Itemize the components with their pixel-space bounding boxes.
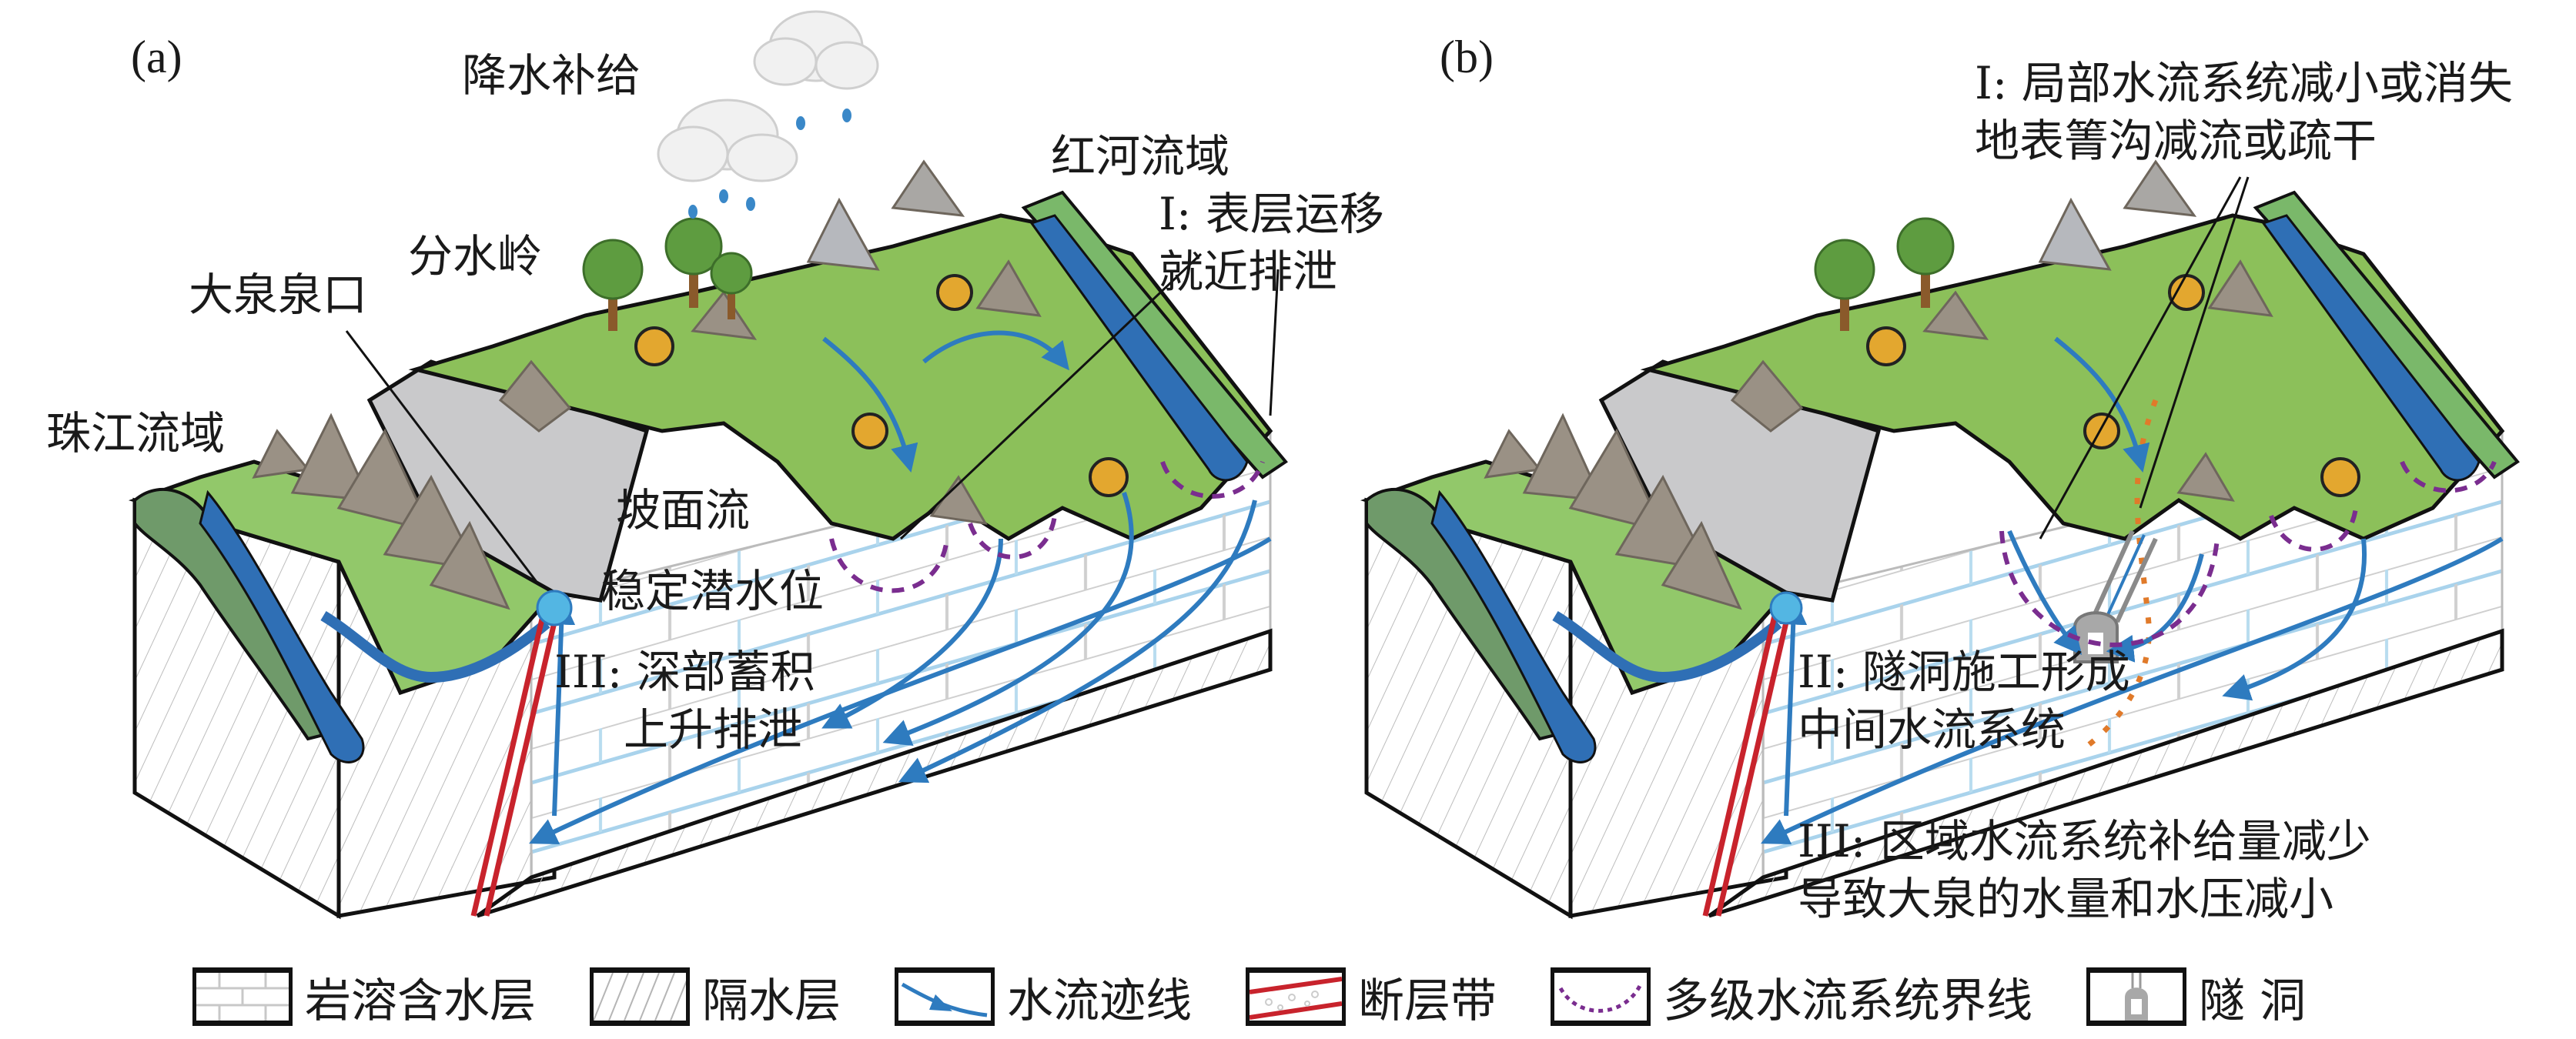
panel-a-trees: [582, 217, 753, 331]
panel-b-fault-zone: [1702, 615, 1791, 917]
panel-a-flow-lines: [528, 330, 1272, 844]
panel-a-sinkholes: [634, 274, 1129, 497]
panel-a-red-river: [1029, 214, 1249, 482]
label-pearl-basin: 珠江流域: [46, 407, 226, 459]
label-b-system-III-2: 导致大泉的水量和水压减小: [1798, 873, 2334, 925]
label-b-system-III-1: III: 区域水流系统补给量减少: [1798, 815, 2371, 867]
tunnel-icon: [2086, 967, 2186, 1026]
flow-system-boundary-icon: [1551, 967, 1651, 1026]
karst-aquifer-icon: [192, 967, 293, 1026]
panel-a-tributary: [320, 610, 550, 683]
panel-a-fault-zone: [470, 615, 559, 917]
panel-b-aquitard-bottom: [1708, 628, 2504, 918]
panel-b-leader-lines: [2039, 176, 2250, 540]
legend-item-flow-path: 水流迹线: [895, 964, 1192, 1031]
panel-a-pearl-river: [199, 489, 365, 763]
panel-b-tunnel: [2073, 530, 2158, 663]
panel-a-valley: [128, 459, 557, 696]
label-recharge: 降水补给: [462, 49, 641, 102]
legend-item-karst-aquifer: 岩溶含水层: [192, 964, 536, 1031]
legend-label: 岩溶含水层: [305, 974, 536, 1028]
aquitard-icon: [590, 967, 690, 1026]
panel-b-trees: [1814, 217, 1955, 331]
panel-b-flow-boundaries: [1999, 460, 2497, 647]
panel-a-leader-lines: [345, 252, 1280, 586]
legend-item-fault-zone: 断层带: [1246, 964, 1497, 1031]
panel-b-rock-cluster: [1484, 159, 2273, 610]
label-b-system-I-2: 地表箐沟减流或疏干: [1975, 115, 2377, 167]
panel-b-red-river: [2261, 214, 2481, 482]
label-a-system-III-1: III: 深部蓄积: [554, 646, 815, 698]
panel-a-rock-cluster: [252, 159, 1042, 610]
panel-b-spring: [1769, 591, 1803, 625]
panel-b-tag: (b): [1440, 32, 1494, 82]
legend-item-tunnel: 隧 洞: [2086, 964, 2306, 1031]
label-slope-flow: 坡面流: [616, 484, 751, 536]
legend-item-flow-system-boundary: 多级水流系统界线: [1551, 964, 2032, 1031]
cloud-icon: [657, 10, 879, 182]
panel-a-tag: (a): [131, 32, 182, 82]
rain-drops-icon: [688, 109, 851, 219]
label-stable-water-table: 稳定潜水位: [601, 565, 825, 617]
legend-label: 多级水流系统界线: [1663, 974, 2032, 1028]
label-spring-outlet: 大泉泉口: [189, 269, 368, 321]
legend-label: 隔水层: [702, 974, 841, 1028]
label-a-system-I-2: 就近排泄: [1159, 246, 1338, 298]
legend-label: 断层带: [1358, 974, 1497, 1028]
label-divide: 分水岭: [408, 230, 543, 282]
legend-label: 隧 洞: [2199, 974, 2307, 1028]
legend-label: 水流迹线: [1007, 974, 1192, 1028]
label-b-system-II-1: II: 隧洞施工形成: [1798, 646, 2130, 698]
panel-a-spring: [536, 590, 573, 626]
panel-a-flow-boundaries: [829, 460, 1265, 593]
legend-item-aquitard: 隔水层: [590, 964, 841, 1031]
label-a-system-III-2: 上升排泄: [624, 703, 803, 756]
panel-b-plateau: [1640, 213, 2505, 541]
label-red-basin: 红河流域: [1051, 130, 1230, 182]
legend: 岩溶含水层 隔水层 水流迹线 断层带 多级水流系统界线 隧 洞: [192, 966, 2360, 1028]
label-b-system-I-1: I: 局部水流系统减小或消失: [1975, 57, 2513, 109]
panel-b-pearl-river: [1430, 489, 1597, 763]
fault-zone-icon: [1246, 967, 1346, 1026]
label-a-system-I-1: I: 表层运移: [1159, 188, 1384, 240]
panel-b-valley: [1360, 459, 1789, 696]
panel-a-aquitard-bottom: [476, 628, 1273, 918]
panel-a-block: [128, 10, 1288, 920]
panel-b-flow-lines: [1760, 336, 2504, 844]
panel-b-tributary: [1552, 610, 1782, 683]
panel-b-block: [1360, 159, 2520, 920]
flow-path-icon: [895, 967, 995, 1026]
label-b-system-II-2: 中间水流系统: [1798, 703, 2066, 756]
